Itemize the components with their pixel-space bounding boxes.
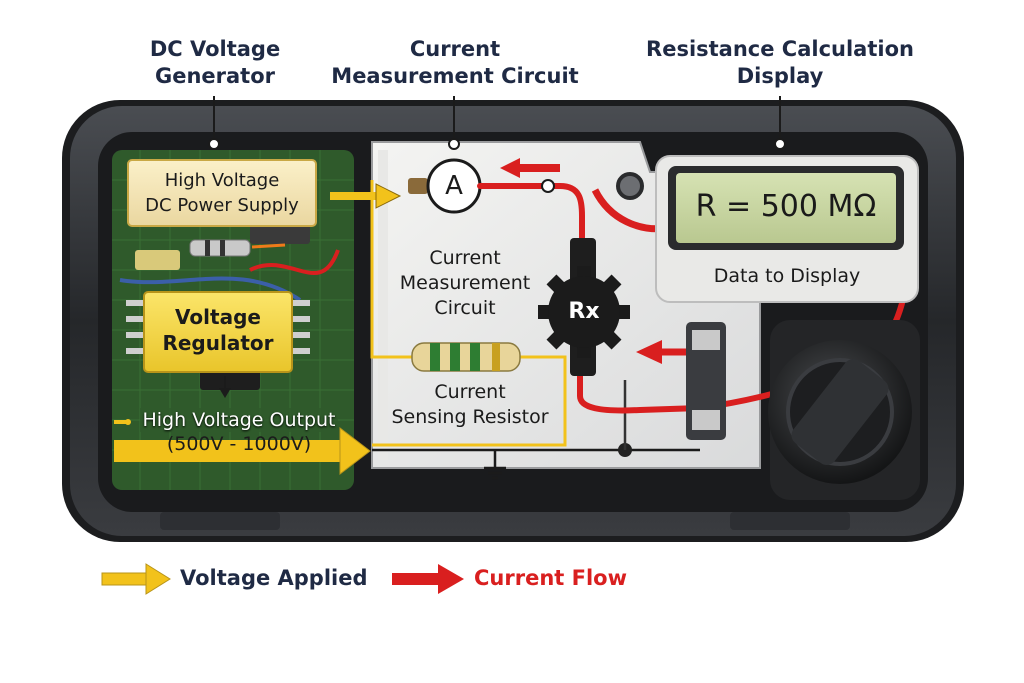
- callout-current-measurement-line2: Measurement Circuit: [331, 64, 579, 88]
- screw: [616, 172, 644, 200]
- display-caption: Data to Display: [713, 265, 861, 287]
- callout-dc-generator: DC Voltage Generator: [110, 36, 320, 90]
- callout-dc-generator-line2: Generator: [154, 64, 276, 88]
- hv-output-line1: High Voltage Output: [140, 408, 338, 432]
- measurement-circuit-line2: Measurement: [399, 272, 531, 294]
- measurement-circuit-line3: Circuit: [434, 297, 496, 319]
- callout-pointers: [208, 96, 786, 150]
- legend-voltage-label: Voltage Applied: [180, 566, 368, 590]
- power-supply-label: High Voltage DC Power Supply: [128, 168, 316, 218]
- voltage-regulator-label: Voltage Regulator: [144, 304, 292, 356]
- rotary-knob: [768, 320, 920, 500]
- ground-symbol: [372, 448, 700, 480]
- display-unit: [655, 155, 919, 303]
- sensing-resistor: [411, 342, 521, 372]
- legend-current-arrow: [392, 564, 464, 594]
- callout-resistance-display-line1: Resistance Calculation: [646, 37, 914, 61]
- power-supply-line1: High Voltage: [164, 170, 280, 191]
- rx-label: Rx: [568, 299, 600, 324]
- callout-dc-generator-line1: DC Voltage: [149, 37, 281, 61]
- callout-current-measurement-line1: Current: [409, 37, 501, 61]
- power-supply-line2: DC Power Supply: [145, 195, 299, 216]
- output-connector: [686, 322, 726, 440]
- hv-output-label: High Voltage Output (500V - 1000V): [134, 408, 344, 456]
- measurement-circuit-label: Current Measurement Circuit: [390, 246, 540, 321]
- voltage-regulator-line2: Regulator: [162, 331, 274, 355]
- voltage-regulator-line1: Voltage: [175, 305, 261, 329]
- sensing-resistor-line2: Sensing Resistor: [391, 406, 549, 428]
- voltage-circuit-wires: [370, 180, 567, 447]
- callout-current-measurement: Current Measurement Circuit: [330, 36, 580, 90]
- measurement-circuit-line1: Current: [429, 247, 501, 269]
- voltage-arrows: [114, 183, 402, 476]
- callout-resistance-display-line2: Display: [736, 64, 824, 88]
- ammeter-letter: A: [445, 171, 463, 201]
- legend-voltage-arrow: [101, 563, 171, 595]
- voltage-regulator-block: [143, 291, 293, 373]
- legend-current-label: Current Flow: [474, 566, 627, 590]
- hv-output-line2: (500V - 1000V): [166, 433, 312, 455]
- callout-resistance-display: Resistance Calculation Display: [640, 36, 920, 90]
- sensing-resistor-line1: Current: [434, 381, 506, 403]
- display-reading: R = 500 MΩ: [695, 189, 877, 224]
- power-supply-block: [127, 159, 317, 227]
- sensing-resistor-label: Current Sensing Resistor: [380, 380, 560, 430]
